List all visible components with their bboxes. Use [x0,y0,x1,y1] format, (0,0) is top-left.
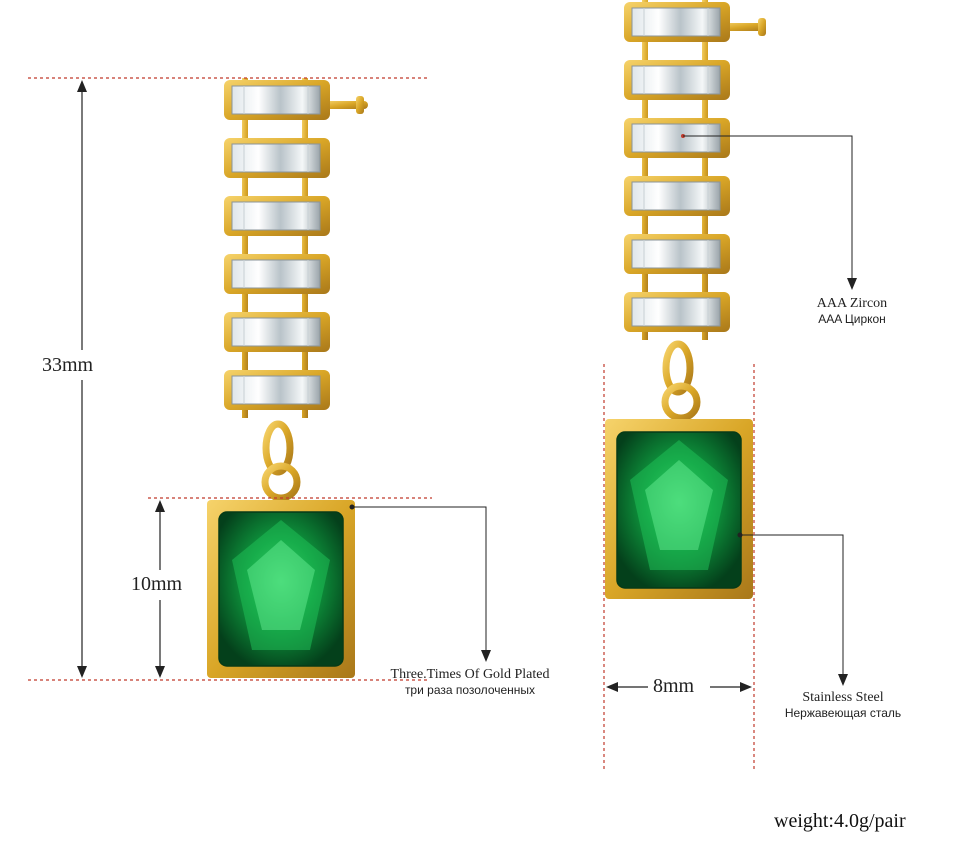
baguette-link [224,196,330,236]
chain-rail-right [302,78,308,418]
leader-gold-plated [349,504,491,662]
baguette-link [624,292,730,332]
callout-material: Stainless Steel Нержавеющая сталь [770,690,916,720]
baguette-link [624,118,730,158]
left-earring [207,78,368,678]
dimension-label-8mm: 8mm [653,675,695,697]
baguette-link [224,80,330,120]
baguette-link [224,370,330,410]
chain-rail-left [642,0,648,340]
dimension-label-33mm: 33mm [42,354,94,376]
dimension-label-10mm: 10mm [131,573,183,595]
emerald-pendant [605,419,753,599]
baguette-link [624,60,730,100]
stud-post-tip [356,96,364,114]
jump-ring [661,382,701,422]
baguette-link [224,312,330,352]
callout-plating: Three.Times Of Gold Plated три раза позо… [370,667,570,697]
chain-rail-left [242,78,248,418]
right-earring [605,0,766,599]
emerald-pendant [207,500,355,678]
leader-zircon [681,134,857,290]
dimension-8mm [603,364,755,770]
callout-zircon-en: AAA Zircon [816,296,888,311]
baguette-link [624,2,730,42]
baguette-link [624,234,730,274]
baguette-link [624,176,730,216]
jump-ring [662,340,694,396]
callout-material-en: Stainless Steel [802,690,884,705]
chain-rail-right [702,0,708,340]
leader-stainless [737,532,848,686]
weight-label: weight:4.0g/pair [774,810,906,832]
callout-plating-en: Three.Times Of Gold Plated [390,667,550,682]
dimension-33mm [28,77,430,681]
callout-zircon: AAA Zircon AAA Циркон [790,296,914,326]
callout-zircon-ru: AAA Циркон [818,312,886,326]
callout-plating-ru: три раза позолоченных [404,683,536,697]
callout-material-ru: Нержавеющая сталь [784,706,902,720]
jump-ring [262,420,294,476]
stud-post-tip [758,18,766,36]
baguette-link [224,254,330,294]
baguette-link [224,138,330,178]
